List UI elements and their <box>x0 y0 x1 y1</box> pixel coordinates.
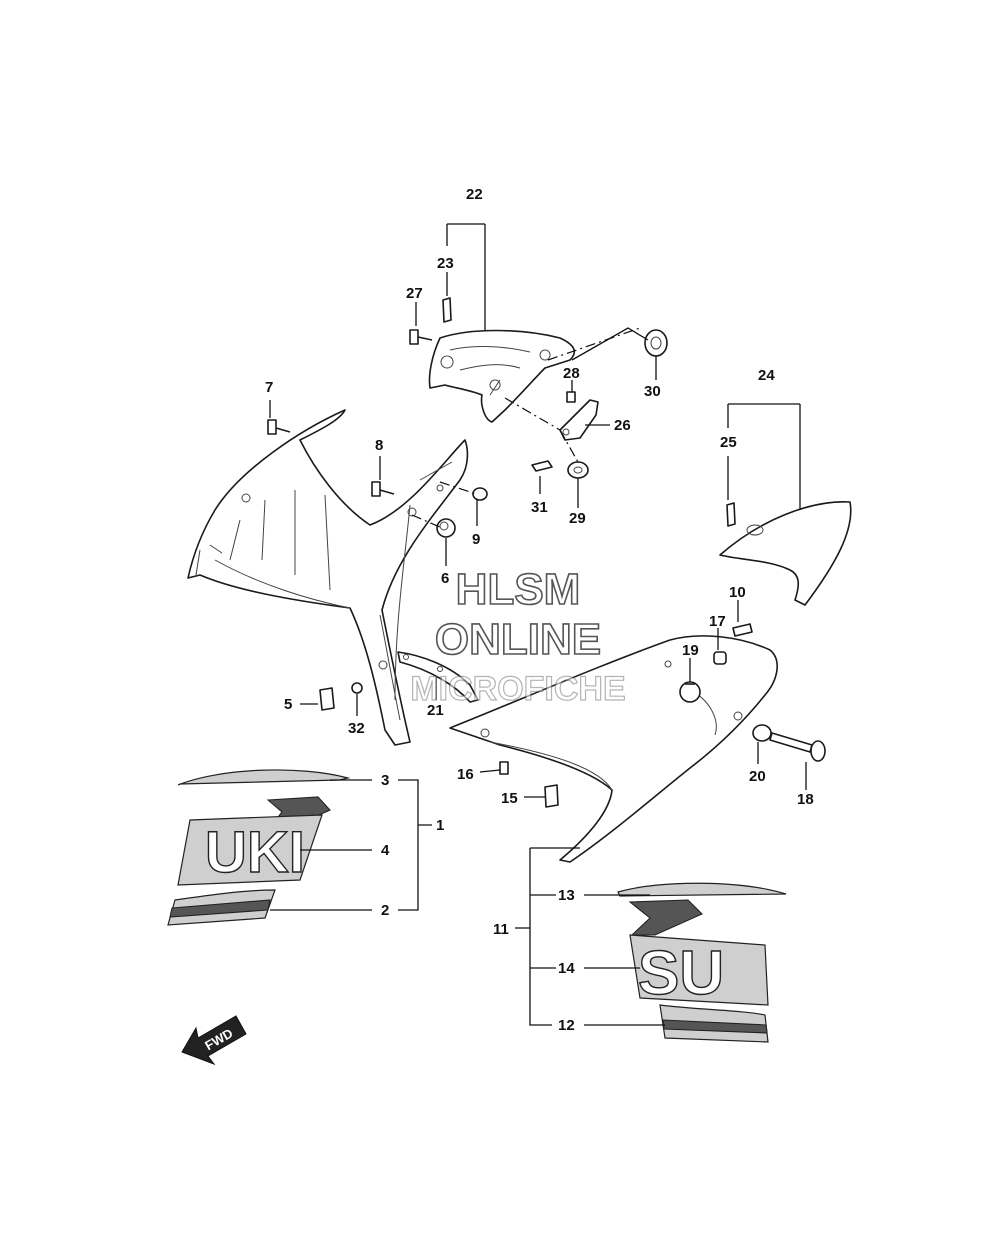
callout-15: 15 <box>501 790 518 807</box>
callout-10: 10 <box>729 584 746 601</box>
lower-cover-24 <box>719 501 852 606</box>
callout-5: 5 <box>284 696 292 713</box>
callout-13: 13 <box>558 887 575 904</box>
decal-stripe-12 <box>659 1004 769 1043</box>
screw-32 <box>351 682 363 694</box>
watermark-line1: HLSM <box>456 565 581 614</box>
callout-16: 16 <box>457 766 474 783</box>
upper-inner-cover <box>428 329 576 423</box>
callout-4: 4 <box>381 842 390 859</box>
decal-text-upper: UKI <box>205 820 305 885</box>
decal-25 <box>726 502 736 527</box>
screw-16 <box>499 761 509 775</box>
callout-23: 23 <box>437 255 454 272</box>
callout-8: 8 <box>375 437 383 454</box>
callout-29: 29 <box>569 510 586 527</box>
decal-letters-4: UKI <box>177 814 323 886</box>
callout-18: 18 <box>797 791 814 808</box>
nut-15 <box>544 784 559 808</box>
callout-9: 9 <box>472 531 480 548</box>
callout-1: 1 <box>436 817 444 834</box>
grommet-30 <box>644 329 668 357</box>
bolt-18 <box>769 732 826 762</box>
callout-25: 25 <box>720 434 737 451</box>
bracket-26 <box>559 399 599 441</box>
callout-12: 12 <box>558 1017 575 1034</box>
callout-6: 6 <box>441 570 449 587</box>
callout-24: 24 <box>758 367 775 384</box>
screw-8 <box>371 481 395 497</box>
grommet-6 <box>436 518 456 538</box>
callout-2: 2 <box>381 902 389 919</box>
upper-cowling <box>187 409 469 746</box>
callout-22: 22 <box>466 186 483 203</box>
callout-20: 20 <box>749 768 766 785</box>
nut-5 <box>319 687 335 711</box>
grommet-9 <box>472 487 488 501</box>
bracket-21 <box>397 651 479 703</box>
decal-gsxr-13 <box>617 882 787 936</box>
callout-7: 7 <box>265 379 273 396</box>
callout-31: 31 <box>531 499 548 516</box>
leader-lines <box>269 223 807 1026</box>
nut-29 <box>567 461 589 479</box>
callout-28: 28 <box>563 365 580 382</box>
watermark-line2: ONLINE <box>435 615 601 664</box>
callout-26: 26 <box>614 417 631 434</box>
watermark: HLSM ONLINE MICROFICHE <box>410 564 627 708</box>
callout-11: 11 <box>493 921 509 938</box>
fwd-arrow-icon: FWD <box>181 1015 247 1066</box>
callout-19: 19 <box>682 642 699 659</box>
callout-32: 32 <box>348 720 365 737</box>
pad-31 <box>531 460 553 472</box>
decal-text-lower: SU <box>638 939 724 1008</box>
callout-21: 21 <box>427 702 444 719</box>
decal-stripe-2 <box>167 889 276 926</box>
screw-27 <box>409 329 433 345</box>
nut-17 <box>713 651 727 665</box>
decal-23 <box>442 297 452 323</box>
callout-17: 17 <box>709 613 726 630</box>
callout-3: 3 <box>381 772 389 789</box>
washer-20 <box>752 724 772 742</box>
callout-labels: 22 23 27 7 8 9 6 28 26 31 29 30 24 25 10… <box>265 186 814 1034</box>
callout-30: 30 <box>644 383 661 400</box>
callout-27: 27 <box>406 285 423 302</box>
screw-28 <box>566 391 576 403</box>
callout-14: 14 <box>558 960 575 977</box>
screw-7 <box>267 419 291 435</box>
decal-letters-14: SU <box>629 934 769 1009</box>
watermark-line3: MICROFICHE <box>410 670 625 708</box>
pad-10 <box>732 623 753 637</box>
collar-19 <box>679 681 701 703</box>
